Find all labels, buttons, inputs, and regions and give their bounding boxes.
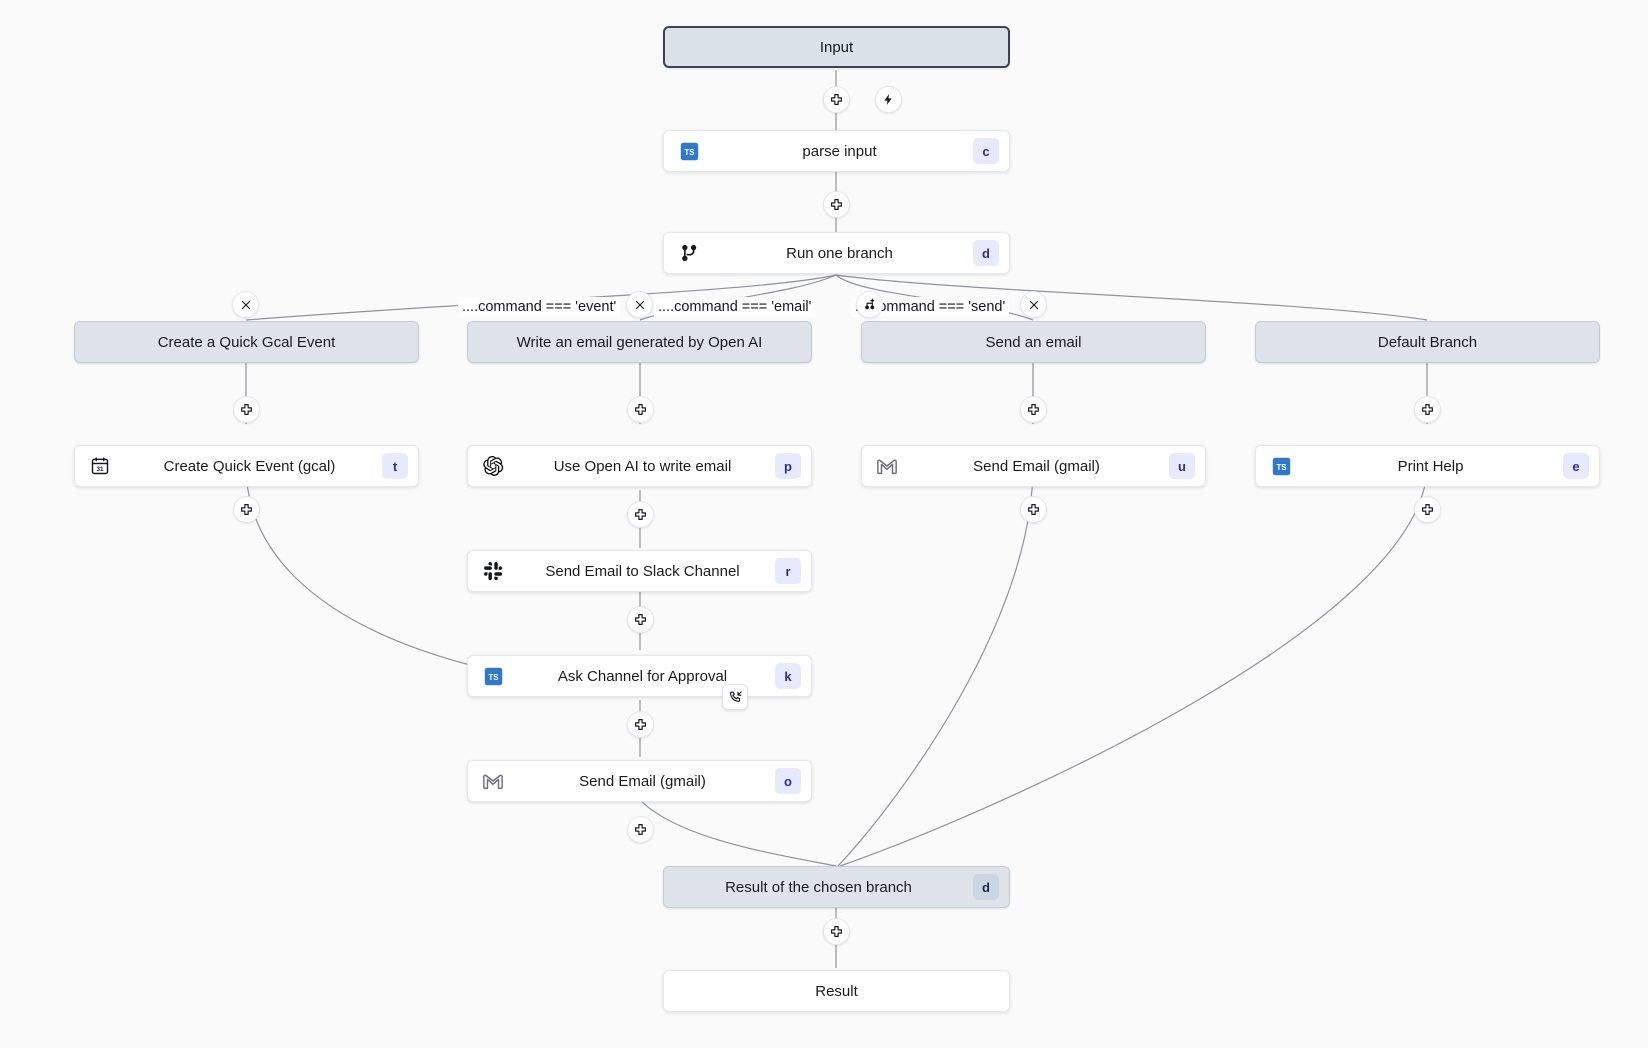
suspend-badge-ask-channel-approval[interactable]	[722, 684, 748, 710]
plus-icon	[1028, 504, 1039, 515]
node-input-label: Input	[819, 38, 854, 56]
node-input[interactable]: Input	[663, 26, 1010, 68]
add-step-button-branch-default[interactable]	[1414, 396, 1441, 423]
node-use-openai-shortcut[interactable]: p	[775, 453, 801, 479]
add-step-button-use-openai[interactable]	[627, 501, 654, 528]
branch-condition-event[interactable]: ....command === 'event'	[458, 297, 621, 317]
google-calendar-icon: 31	[83, 445, 117, 487]
add-step-button-input[interactable]	[823, 86, 850, 113]
node-branch-send-an-email-label: Send an email	[985, 333, 1082, 351]
node-create-quick-event[interactable]: 31 Create Quick Event (gcal) t	[74, 445, 419, 487]
node-branch-default-label: Default Branch	[1377, 333, 1478, 351]
add-step-button-branch-openai[interactable]	[627, 396, 654, 423]
node-print-help-shortcut[interactable]: e	[1563, 453, 1589, 479]
plus-icon	[635, 719, 646, 730]
remove-branch-button-2[interactable]	[626, 291, 653, 318]
phone-incoming-icon	[729, 690, 742, 702]
node-send-email-slack-label: Send Email to Slack Channel	[545, 562, 740, 580]
openai-icon	[476, 445, 510, 487]
node-result[interactable]: Result	[663, 970, 1010, 1012]
add-step-button-print-help[interactable]	[1414, 496, 1441, 523]
plus-icon	[635, 614, 646, 625]
plus-icon	[635, 509, 646, 520]
node-print-help[interactable]: TS Print Help e	[1255, 445, 1600, 487]
node-run-one-branch[interactable]: Run one branch d	[663, 232, 1010, 274]
node-branch-create-gcal-event-label: Create a Quick Gcal Event	[157, 333, 336, 351]
add-step-button-branch-gcal[interactable]	[233, 396, 260, 423]
add-step-button-send-email-gmail-o[interactable]	[627, 816, 654, 843]
trigger-button[interactable]	[875, 86, 902, 113]
typescript-icon: TS	[1264, 445, 1298, 487]
node-result-chosen-branch-label: Result of the chosen branch	[725, 878, 912, 896]
node-use-openai-label: Use Open AI to write email	[553, 457, 732, 475]
node-parse-input[interactable]: TS parse input c	[663, 130, 1010, 172]
close-icon	[241, 300, 250, 309]
plus-icon	[1422, 504, 1433, 515]
node-branch-write-email-openai-label: Write an email generated by Open AI	[516, 333, 763, 351]
node-send-email-slack[interactable]: Send Email to Slack Channel r	[467, 550, 812, 592]
plus-icon	[241, 404, 252, 415]
node-send-email-gmail-u-label: Send Email (gmail)	[973, 457, 1100, 475]
plus-icon	[241, 504, 252, 515]
plus-icon	[831, 94, 842, 105]
add-step-button-send-email-gmail-u[interactable]	[1020, 496, 1047, 523]
plus-icon	[831, 199, 842, 210]
node-send-email-gmail-u-shortcut[interactable]: u	[1169, 453, 1195, 479]
add-step-button-result[interactable]	[823, 918, 850, 945]
add-step-button-create-quick-event[interactable]	[233, 496, 260, 523]
git-branch-icon	[672, 232, 706, 274]
node-ask-channel-approval-label: Ask Channel for Approval	[557, 667, 728, 685]
node-run-one-branch-label: Run one branch	[786, 244, 893, 262]
node-create-quick-event-label: Create Quick Event (gcal)	[163, 457, 336, 475]
node-print-help-label: Print Help	[1397, 457, 1464, 475]
svg-text:31: 31	[97, 466, 104, 473]
lightning-bolt-icon	[884, 94, 892, 105]
node-send-email-gmail-o[interactable]: Send Email (gmail) o	[467, 760, 812, 802]
plus-icon	[831, 926, 842, 937]
remove-branch-button-1[interactable]	[232, 291, 259, 318]
gmail-icon	[870, 445, 904, 487]
node-ask-channel-approval-shortcut[interactable]: k	[775, 663, 801, 689]
node-branch-write-email-openai[interactable]: Write an email generated by Open AI	[467, 321, 812, 363]
node-send-email-gmail-o-shortcut[interactable]: o	[775, 768, 801, 794]
node-send-email-slack-shortcut[interactable]: r	[775, 558, 801, 584]
node-create-quick-event-shortcut[interactable]: t	[382, 453, 408, 479]
node-result-label: Result	[815, 982, 858, 1000]
slack-icon	[476, 550, 510, 592]
node-run-one-branch-shortcut[interactable]: d	[973, 240, 999, 266]
node-branch-create-gcal-event[interactable]: Create a Quick Gcal Event	[74, 321, 419, 363]
node-branch-send-an-email[interactable]: Send an email	[861, 321, 1206, 363]
add-step-button-parse-input[interactable]	[823, 191, 850, 218]
branch-condition-email[interactable]: ....command === 'email'	[654, 297, 816, 317]
plus-icon	[635, 824, 646, 835]
add-step-button-send-email-slack[interactable]	[627, 606, 654, 633]
typescript-icon: TS	[476, 655, 510, 697]
node-send-email-gmail-o-label: Send Email (gmail)	[579, 772, 706, 790]
node-ask-channel-approval[interactable]: TS Ask Channel for Approval k	[467, 655, 812, 697]
node-branch-default[interactable]: Default Branch	[1255, 321, 1600, 363]
svg-text:TS: TS	[684, 148, 694, 157]
remove-branch-button-3[interactable]	[1020, 291, 1047, 318]
plus-icon	[1028, 404, 1039, 415]
add-branch-icon	[864, 298, 874, 309]
node-result-chosen-branch[interactable]: Result of the chosen branch d	[663, 866, 1010, 908]
node-parse-input-label: parse input	[802, 142, 877, 160]
node-result-chosen-branch-shortcut[interactable]: d	[973, 874, 999, 900]
gmail-icon	[476, 760, 510, 802]
add-step-button-ask-channel-approval[interactable]	[627, 711, 654, 738]
typescript-icon: TS	[672, 130, 706, 172]
node-send-email-gmail-u[interactable]: Send Email (gmail) u	[861, 445, 1206, 487]
close-icon	[635, 300, 644, 309]
close-icon	[1029, 300, 1038, 309]
svg-text:TS: TS	[488, 673, 498, 682]
plus-icon	[1422, 404, 1433, 415]
add-step-button-branch-send[interactable]	[1020, 396, 1047, 423]
svg-text:TS: TS	[1276, 463, 1286, 472]
node-use-openai[interactable]: Use Open AI to write email p	[467, 445, 812, 487]
add-branch-button[interactable]	[856, 291, 883, 318]
plus-icon	[635, 404, 646, 415]
node-parse-input-shortcut[interactable]: c	[973, 138, 999, 164]
